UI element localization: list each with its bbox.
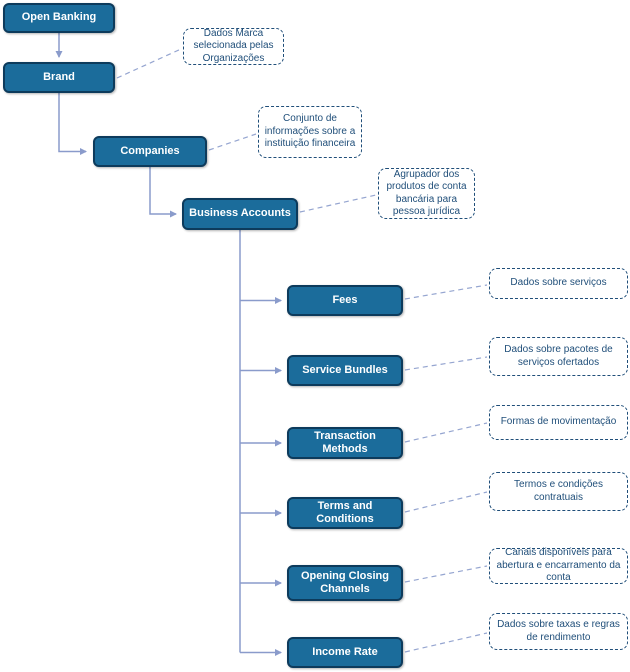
note-income-rate-text: Dados sobre taxas e regras de rendimento xyxy=(497,619,620,643)
link-fees-note xyxy=(404,284,488,300)
node-fees-label: Fees xyxy=(332,293,358,306)
link-termsandconditions-note xyxy=(404,491,488,513)
node-income-rate: Income Rate xyxy=(287,637,403,668)
node-brand: Brand xyxy=(3,62,115,93)
link-incomerate-note xyxy=(404,632,488,653)
node-service-bundles: Service Bundles xyxy=(287,355,403,386)
node-income-rate-label: Income Rate xyxy=(312,645,378,658)
node-terms-and-conditions: Terms and Conditions xyxy=(287,497,403,529)
note-transaction-methods: Formas de movimentação xyxy=(489,405,628,440)
link-transactionmethods-note xyxy=(404,422,488,443)
note-terms-and-conditions-text: Termos e condições contratuais xyxy=(514,479,603,503)
note-companies-text: Conjunto de informações sobre a institui… xyxy=(264,113,356,150)
note-brand-text: Dados Marca selecionada pelas Organizaçõ… xyxy=(193,27,274,64)
note-service-bundles: Dados sobre pacotes de serviços ofertado… xyxy=(489,337,628,376)
node-transaction-methods-label: Transaction Methods xyxy=(314,429,376,455)
note-business-accounts-text: Agrupador dos produtos de conta bancária… xyxy=(386,168,467,218)
edge-brand-companies xyxy=(58,93,87,155)
edge-companies-businessaccounts xyxy=(149,167,177,218)
note-service-bundles-text: Dados sobre pacotes de serviços ofertado… xyxy=(504,344,613,368)
note-fees: Dados sobre serviços xyxy=(489,268,628,299)
node-opening-closing-channels: Opening Closing Channels xyxy=(287,565,403,601)
node-business-accounts: Business Accounts xyxy=(182,198,298,230)
node-companies-label: Companies xyxy=(120,144,180,157)
note-companies: Conjunto de informações sobre a institui… xyxy=(258,106,362,158)
note-brand: Dados Marca selecionada pelas Organizaçõ… xyxy=(183,28,284,65)
node-fees: Fees xyxy=(287,285,403,316)
node-opening-closing-channels-label: Opening Closing Channels xyxy=(301,569,389,595)
note-income-rate: Dados sobre taxas e regras de rendimento xyxy=(489,613,628,650)
link-openingclosingchannels-note xyxy=(404,565,488,583)
note-terms-and-conditions: Termos e condições contratuais xyxy=(489,472,628,511)
node-transaction-methods: Transaction Methods xyxy=(287,427,403,459)
link-servicebundles-note xyxy=(404,356,488,371)
node-business-accounts-label: Business Accounts xyxy=(189,207,291,220)
node-open-banking: Open Banking xyxy=(3,3,115,33)
link-brand-note xyxy=(116,48,182,79)
node-open-banking-label: Open Banking xyxy=(21,11,97,24)
note-opening-closing-channels: Canais disponíveis para abertura e encar… xyxy=(489,547,628,584)
node-terms-and-conditions-label: Terms and Conditions xyxy=(316,499,374,525)
node-companies: Companies xyxy=(93,136,207,167)
note-business-accounts: Agrupador dos produtos de conta bancária… xyxy=(378,168,475,219)
link-companies-note xyxy=(208,133,257,151)
note-transaction-methods-text: Formas de movimentação xyxy=(500,416,617,428)
link-businessaccounts-note xyxy=(299,194,377,213)
note-fees-text: Dados sobre serviços xyxy=(510,277,607,289)
node-service-bundles-label: Service Bundles xyxy=(302,363,388,376)
note-opening-closing-channels-text: Canais disponíveis para abertura e encar… xyxy=(496,547,621,584)
node-brand-label: Brand xyxy=(43,70,75,83)
